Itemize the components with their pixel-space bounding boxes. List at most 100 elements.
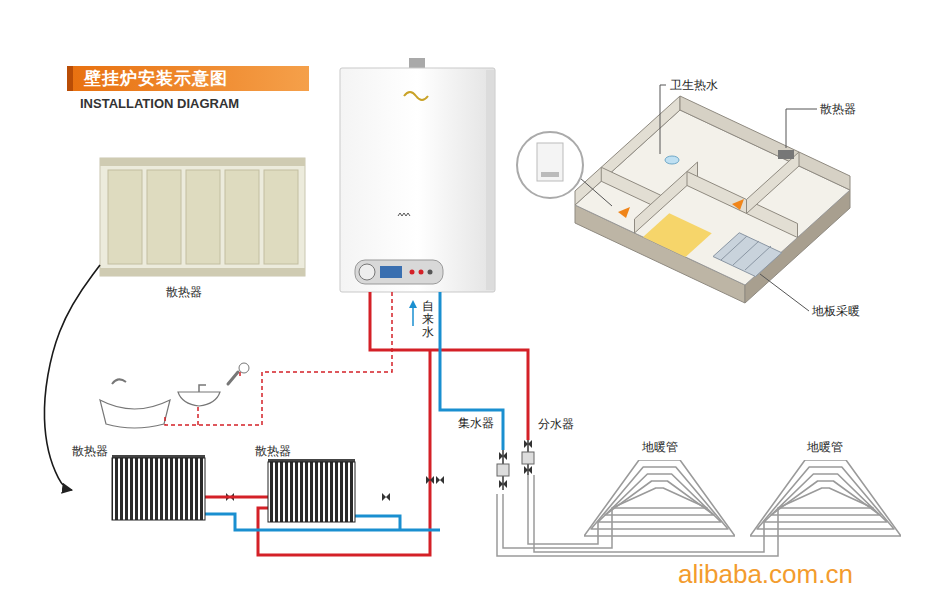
leader-line xyxy=(660,85,666,154)
leader-line xyxy=(580,178,612,206)
boiler-logo-mark xyxy=(404,92,428,100)
heat-arrow xyxy=(618,207,630,218)
boiler-casing xyxy=(340,68,495,292)
display-screen xyxy=(380,266,402,278)
node-label: 散热器 xyxy=(72,444,108,458)
pipe-connector xyxy=(503,494,612,548)
callout-label: 卫生热水 xyxy=(670,78,718,92)
label-anchor: INSTALLATION DIAGRAM xyxy=(80,96,239,112)
pipe-connector xyxy=(528,475,598,544)
node-label: 分水器 xyxy=(538,417,574,431)
pipe-connector xyxy=(210,496,252,499)
radiator-panel xyxy=(264,170,298,264)
heat-arrow xyxy=(732,199,744,210)
valve-symbol xyxy=(426,476,434,484)
node-label: 散热器 xyxy=(255,444,291,458)
distributor-node: 分水器 xyxy=(514,415,580,475)
bathroom-fixture xyxy=(665,156,679,164)
inflow-arrow xyxy=(412,306,414,326)
floor-heating-area xyxy=(713,233,782,277)
leader-line xyxy=(760,274,809,311)
label-anchor: 地板采暖 xyxy=(812,304,860,318)
radiator-node: 散热器 xyxy=(252,440,360,525)
hand-shower xyxy=(112,379,126,384)
mini-boiler xyxy=(537,143,563,181)
floor-coil-node: 地暖管 xyxy=(748,440,901,540)
boiler-inset xyxy=(517,132,583,198)
label-anchor: alibaba.com.cn xyxy=(678,560,853,589)
mini-panel xyxy=(541,172,559,177)
house-illustration xyxy=(517,85,850,311)
valve-symbol xyxy=(499,452,507,460)
radiator-bottom-bar xyxy=(100,268,305,276)
watermark: alibaba.com.cn xyxy=(678,560,853,589)
distributor-manifold xyxy=(522,440,534,475)
collector-manifold xyxy=(497,450,509,490)
leader-line xyxy=(786,109,817,148)
title-banner xyxy=(67,66,309,91)
collector-node: 集水器 xyxy=(456,414,512,494)
valve-symbol xyxy=(524,466,532,474)
valve-symbol xyxy=(382,493,390,501)
callout-label: 地板采暖 xyxy=(812,304,860,318)
diagram-title: 壁挂炉安装示意图 xyxy=(84,69,228,88)
node-label: 地暖管 xyxy=(807,440,843,454)
radiator-node: 散热器 xyxy=(72,440,210,525)
radiator-icon xyxy=(112,458,205,520)
callout-label: 散热器 xyxy=(820,102,856,116)
manifold-body xyxy=(497,464,509,476)
house-wall xyxy=(747,152,800,214)
indicator-light xyxy=(428,270,433,275)
radiator-panel xyxy=(147,170,181,264)
banner-accent xyxy=(67,66,73,91)
control-knob xyxy=(359,264,375,280)
radiator-panel xyxy=(225,170,259,264)
label-anchor: 卫生热水 xyxy=(670,78,718,92)
floor-heating-lines xyxy=(721,236,771,270)
wall-boiler xyxy=(340,58,495,292)
pipe-connector xyxy=(497,494,778,556)
label-anchor: 自来水 xyxy=(422,300,434,340)
heated-floor-patch xyxy=(643,213,712,257)
radiator-panel xyxy=(108,170,142,264)
indicator-light xyxy=(410,270,415,275)
hot-water-pipe xyxy=(165,292,392,425)
floor-heating-coil xyxy=(584,460,735,540)
inflow-arrowhead xyxy=(409,300,417,308)
valve-symbol xyxy=(436,476,444,484)
radiator-photo-node: 散热器 xyxy=(100,155,305,305)
pipe-connector xyxy=(534,475,764,552)
node-label: 地暖管 xyxy=(642,440,678,454)
house-radiator xyxy=(778,150,794,159)
control-panel xyxy=(355,260,443,284)
floor-heating-coil xyxy=(750,460,901,540)
radiator-panel xyxy=(186,170,220,264)
floor-plane xyxy=(575,110,850,285)
title-anchor: 壁挂炉安装示意图 xyxy=(84,69,228,88)
return-pipe xyxy=(440,292,503,450)
shower-head xyxy=(239,363,249,373)
boiler-vent xyxy=(398,213,410,216)
label-anchor: 散热器 xyxy=(820,102,856,116)
basin-tap xyxy=(199,385,206,392)
radiator-photo xyxy=(100,158,305,276)
supply-pipe xyxy=(205,350,430,555)
boiler-side xyxy=(486,70,494,290)
shower-handle xyxy=(228,372,238,384)
hot-water-fixtures xyxy=(100,363,249,428)
connector-group xyxy=(44,265,778,556)
node-label: 散热器 xyxy=(166,285,202,299)
bathtub xyxy=(100,400,170,428)
radiator-icon xyxy=(268,462,355,522)
radiator-body xyxy=(100,158,305,276)
indicator-light xyxy=(419,270,424,275)
valve-symbol xyxy=(499,480,507,488)
subtitle: INSTALLATION DIAGRAM xyxy=(80,96,239,112)
pipe-label: 自来水 xyxy=(422,300,434,340)
valve-symbol xyxy=(524,440,532,448)
radiator-top-bar xyxy=(100,158,305,166)
floor-coil-node: 地暖管 xyxy=(582,440,737,540)
